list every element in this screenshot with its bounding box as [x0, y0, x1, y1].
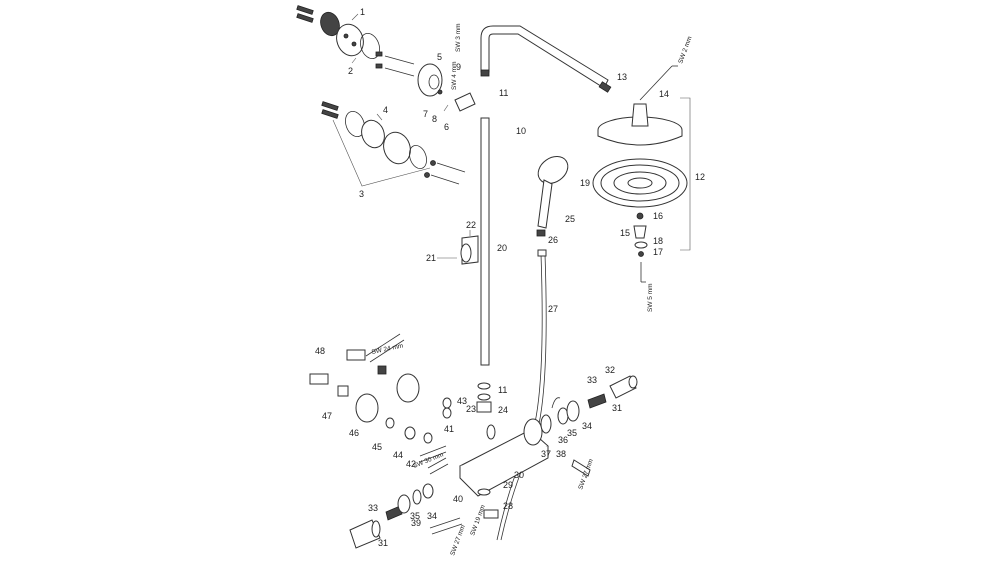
part-label-43: 43 — [457, 396, 467, 406]
tool-label-sw27a: SW 27 mm — [577, 458, 595, 491]
part-label-48: 48 — [315, 346, 325, 356]
part-label-15: 15 — [620, 228, 630, 238]
part-label-30: 30 — [514, 470, 524, 480]
tool-label-sw3: SW 3 mm — [455, 23, 462, 52]
part-label-14: 14 — [659, 89, 669, 99]
part-label-34b: 34 — [427, 511, 437, 521]
part-label-33a: 33 — [587, 375, 597, 385]
part-label-38: 38 — [556, 449, 566, 459]
part-labels: 1 2 3 4 5 6 7 8 9 10 11 11 12 13 14 15 1… — [315, 7, 705, 548]
part-label-46: 46 — [349, 428, 359, 438]
part-label-21: 21 — [426, 253, 436, 263]
part-label-20: 20 — [497, 243, 507, 253]
part-label-6: 6 — [444, 122, 449, 132]
bottom-valve-parts — [349, 483, 463, 549]
part-label-35b: 35 — [410, 511, 420, 521]
tool-label-sw4: SW 4 mm — [451, 61, 458, 90]
part-label-42: 42 — [406, 459, 416, 469]
part-label-31a: 31 — [612, 403, 622, 413]
part-label-3: 3 — [359, 189, 364, 199]
part-label-28: 28 — [503, 501, 513, 511]
tool-label-sw24: SW 24 mm — [371, 342, 404, 356]
thermostat-mixer — [459, 414, 552, 497]
part-label-23: 23 — [466, 404, 476, 414]
wall-holder — [437, 230, 479, 265]
part-label-4: 4 — [383, 105, 388, 115]
part-label-27: 27 — [548, 304, 558, 314]
part-label-36: 36 — [558, 435, 568, 445]
tool-label-sw2: SW 2 mm — [677, 35, 693, 64]
part-label-29: 29 — [503, 480, 513, 490]
part-label-26: 26 — [548, 235, 558, 245]
tool-label-sw5: SW 5 mm — [647, 283, 654, 312]
tool-label-sw19: SW 19 mm — [469, 504, 487, 537]
part-label-10: 10 — [516, 126, 526, 136]
part-label-18: 18 — [653, 236, 663, 246]
part-label-12: 12 — [695, 172, 705, 182]
part-label-41: 41 — [444, 424, 454, 434]
left-mixer-parts — [309, 333, 499, 519]
part-label-17: 17 — [653, 247, 663, 257]
part-label-19: 19 — [580, 178, 590, 188]
part-label-39: 39 — [411, 518, 421, 528]
part-label-11b: 11 — [498, 385, 507, 395]
part-label-25: 25 — [565, 214, 575, 224]
part-label-9: 9 — [456, 62, 461, 72]
part-label-8: 8 — [432, 114, 437, 124]
part-label-37: 37 — [541, 449, 551, 459]
part-label-5: 5 — [437, 52, 442, 62]
wall-mount-upper — [296, 5, 415, 77]
part-label-32: 32 — [605, 365, 615, 375]
part-label-47: 47 — [322, 411, 332, 421]
overhead-shower — [592, 65, 691, 283]
tool-label-sw27b: SW 27 mm — [449, 524, 467, 557]
part-label-1: 1 — [360, 7, 365, 17]
tool-labels: SW 3 mm SW 4 mm SW 2 mm SW 5 mm SW 24 mm… — [371, 23, 694, 556]
right-valve-parts — [551, 375, 638, 477]
part-label-31b: 31 — [378, 538, 388, 548]
tool-label-sw30: SW 30 mm — [412, 451, 444, 470]
part-label-33b: 33 — [368, 503, 378, 513]
part-label-7: 7 — [423, 109, 428, 119]
wall-mount-lower — [321, 101, 466, 187]
part-label-2: 2 — [348, 66, 353, 76]
riser-pipe — [480, 25, 612, 366]
part-label-35a: 35 — [567, 428, 577, 438]
arm-flange — [417, 63, 476, 112]
part-label-45: 45 — [372, 442, 382, 452]
part-label-44: 44 — [393, 450, 403, 460]
part-label-16: 16 — [653, 211, 663, 221]
part-label-34a: 34 — [582, 421, 592, 431]
part-label-11a: 11 — [499, 88, 508, 98]
part-label-40: 40 — [453, 494, 463, 504]
part-label-24: 24 — [498, 405, 508, 415]
part-label-13: 13 — [617, 72, 627, 82]
part-label-22: 22 — [466, 220, 476, 230]
